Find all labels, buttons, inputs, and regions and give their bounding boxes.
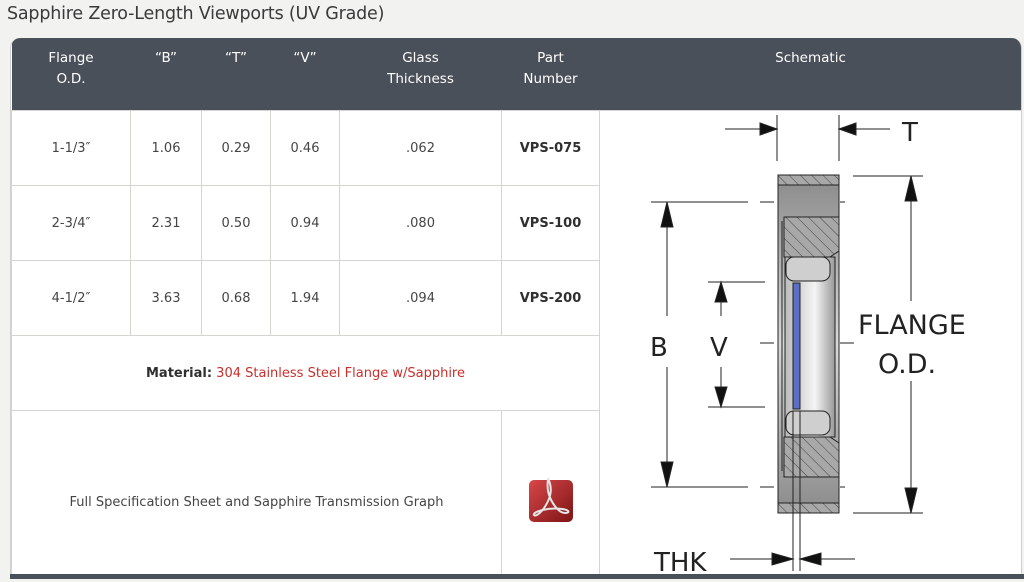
cell-t: 0.68 <box>201 260 271 336</box>
material-label: Material: <box>146 365 213 381</box>
cell-part-number: VPS-100 <box>501 185 600 261</box>
cell-flange-od: 4-1/2″ <box>11 260 131 336</box>
material-row: Material: 304 Stainless Steel Flange w/S… <box>11 335 1022 411</box>
label-v: V <box>710 333 728 363</box>
spec-sheet-row: Full Specification Sheet and Sapphire Tr… <box>11 410 1022 578</box>
page-title: Sapphire Zero-Length Viewports (UV Grade… <box>7 4 385 24</box>
label-t: T <box>901 118 918 148</box>
cell-glass-thickness: .094 <box>339 260 502 336</box>
table-bottom-bar <box>10 574 1024 579</box>
pdf-icon[interactable] <box>528 477 574 523</box>
cell-b: 2.31 <box>130 185 202 261</box>
cell-part-number: VPS-200 <box>501 260 600 336</box>
table-row: 1-1/3″ 1.06 0.29 0.46 .062 VPS-075 <box>11 110 1021 578</box>
cell-t: 0.50 <box>201 185 271 261</box>
header-b: “B” <box>130 38 202 111</box>
material-value: 304 Stainless Steel Flange w/Sapphire <box>212 365 465 381</box>
spec-sheet-download-cell[interactable] <box>501 410 600 578</box>
schematic-cell: T B V FLANGE O.D. THK <box>599 110 1021 578</box>
label-od: O.D. <box>878 349 936 380</box>
cell-b: 3.63 <box>130 260 202 336</box>
cell-flange-od: 1-1/3″ <box>11 110 131 186</box>
label-flange: FLANGE <box>858 310 966 341</box>
table-row: 2-3/4″ 2.31 0.50 0.94 .080 VPS-100 <box>11 185 1022 261</box>
label-b: B <box>650 333 668 363</box>
viewport-schematic-diagram: T B V FLANGE O.D. THK <box>650 115 966 578</box>
cell-v: 1.94 <box>270 260 340 336</box>
cell-t: 0.29 <box>201 110 271 186</box>
material-cell: Material: 304 Stainless Steel Flange w/S… <box>11 335 600 411</box>
cell-v: 0.94 <box>270 185 340 261</box>
cell-glass-thickness: .080 <box>339 185 502 261</box>
cell-part-number: VPS-075 <box>501 110 600 186</box>
header-v: “V” <box>270 38 340 111</box>
spec-sheet-text: Full Specification Sheet and Sapphire Tr… <box>11 410 502 578</box>
cell-v: 0.46 <box>270 110 340 186</box>
header-t: “T” <box>201 38 271 111</box>
header-schematic: Schematic <box>599 38 1021 111</box>
label-thk: THK <box>653 548 707 578</box>
cell-flange-od: 2-3/4″ <box>11 185 131 261</box>
cell-glass-thickness: .062 <box>339 110 502 186</box>
cell-b: 1.06 <box>130 110 202 186</box>
